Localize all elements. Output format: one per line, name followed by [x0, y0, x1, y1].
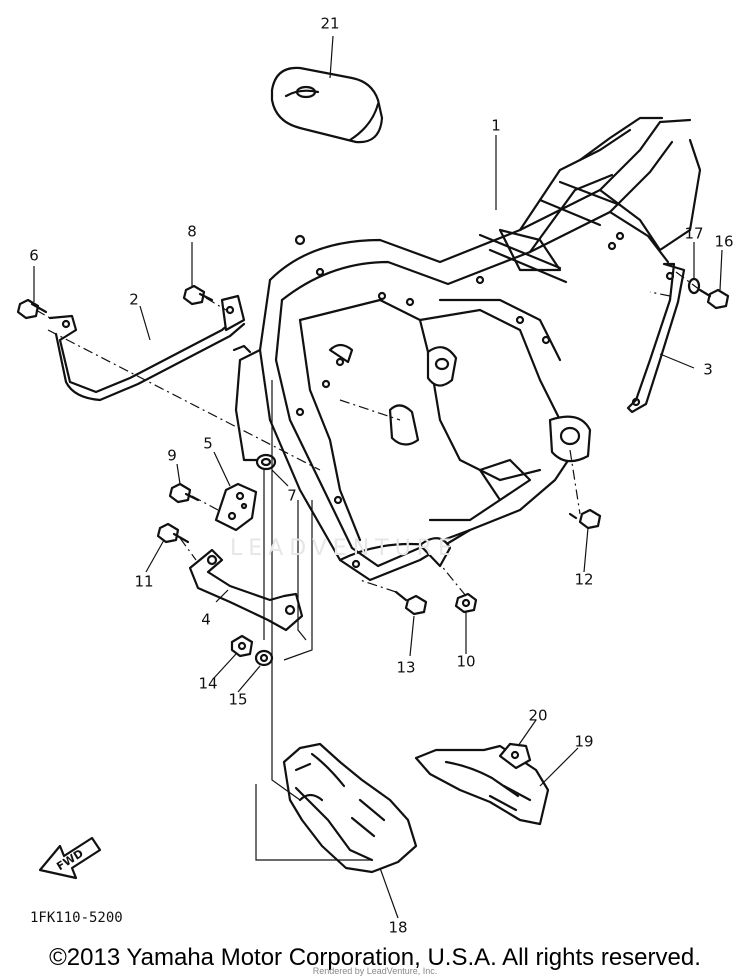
part-21-seat-pad: [270, 66, 384, 144]
part-label-9: 9: [167, 446, 177, 465]
part-7-collar: [255, 453, 277, 471]
part-15-collar: [254, 649, 274, 667]
part-20-grommet: [498, 742, 532, 770]
part-label-16: 16: [714, 232, 734, 251]
part-18-cover: [282, 742, 418, 874]
part-label-5: 5: [203, 434, 213, 453]
part-8-bolt: [182, 284, 214, 306]
part-label-3: 3: [703, 360, 713, 379]
part-label-2: 2: [129, 290, 139, 309]
part-label-20: 20: [528, 706, 548, 725]
part-14-nut: [230, 634, 254, 658]
part-1-main-frame: [232, 116, 702, 582]
part-2-front-bracket: [48, 294, 246, 402]
part-label-1: 1: [491, 116, 501, 135]
part-label-19: 19: [574, 732, 594, 751]
part-10-nut: [454, 592, 478, 614]
drawing-code: 1FK110-5200: [30, 910, 123, 926]
part-6-bolt: [16, 298, 48, 320]
part-5-plate: [214, 482, 258, 532]
part-label-18: 18: [388, 918, 408, 937]
part-11-bolt: [156, 522, 190, 544]
part-label-14: 14: [198, 674, 218, 693]
render-credit: Rendered by LeadVenture, Inc.: [312, 966, 438, 976]
part-label-13: 13: [396, 658, 416, 677]
part-9-bolt: [168, 482, 200, 504]
part-label-12: 12: [574, 570, 594, 589]
part-label-17: 17: [684, 224, 704, 243]
part-label-11: 11: [134, 572, 154, 591]
part-3-side-bracket: [626, 262, 686, 414]
part-label-7: 7: [287, 486, 297, 505]
part-label-10: 10: [456, 652, 476, 671]
fwd-arrow-icon: [38, 836, 102, 880]
part-label-4: 4: [201, 610, 211, 629]
part-label-15: 15: [228, 690, 248, 709]
part-label-8: 8: [187, 222, 197, 241]
part-4-mount-stay: [188, 548, 304, 632]
part-13-bolt: [394, 590, 428, 616]
copyright-notice: ©2013 Yamaha Motor Corporation, U.S.A. A…: [49, 944, 701, 971]
part-label-21: 21: [320, 14, 340, 33]
part-16-bolt: [698, 288, 730, 310]
part-12-bolt: [568, 508, 602, 530]
part-label-6: 6: [29, 246, 39, 265]
watermark: LEADVENTURE: [230, 536, 458, 561]
